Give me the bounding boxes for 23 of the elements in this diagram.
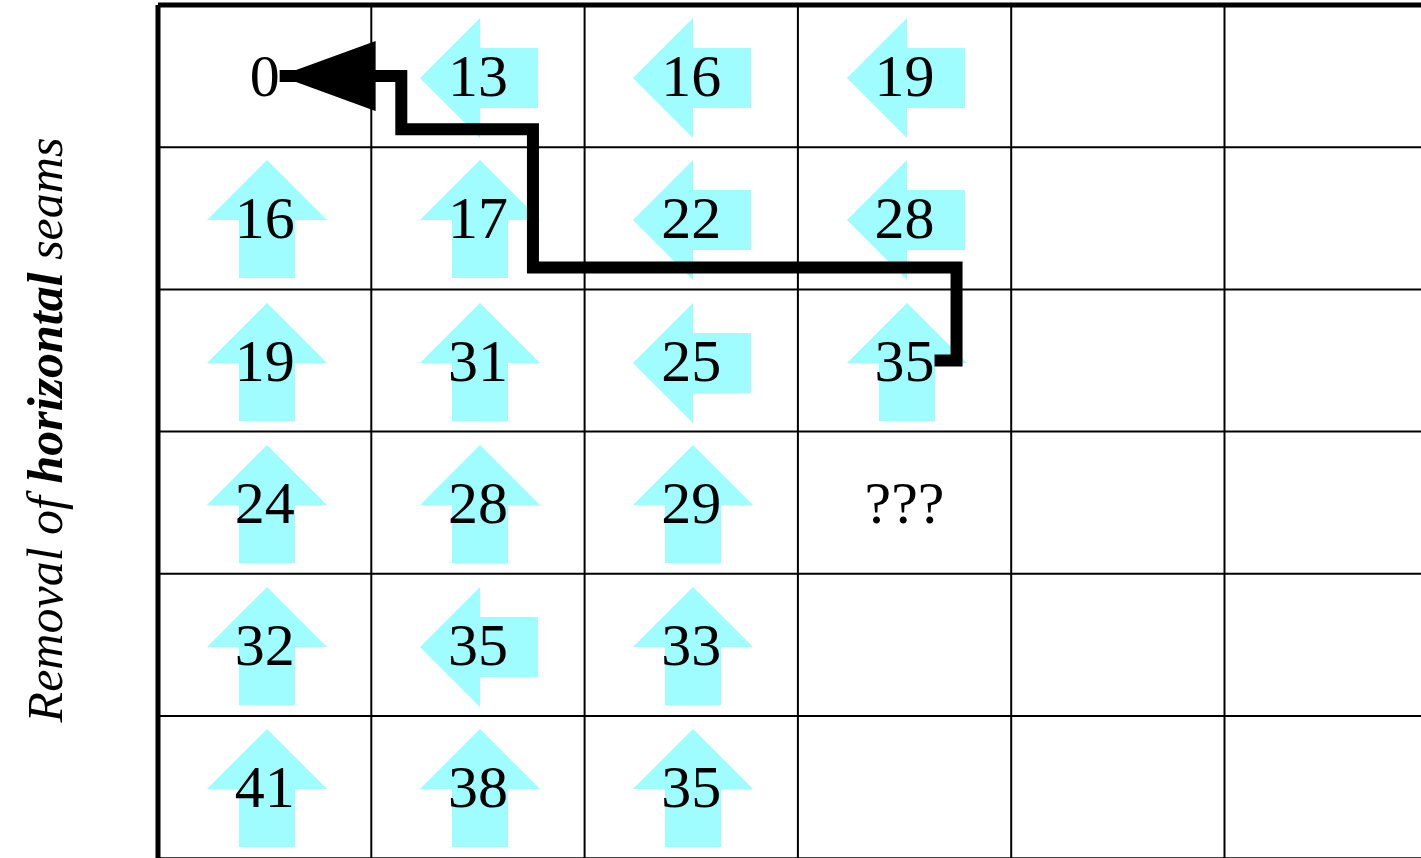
cell-value: ??? bbox=[864, 470, 945, 535]
cell-value: 38 bbox=[447, 755, 508, 820]
cell-value: 17 bbox=[447, 186, 508, 251]
cell-value: 33 bbox=[661, 612, 722, 677]
axis-title: Removal of horizontal seams bbox=[16, 137, 74, 723]
cell-value: 13 bbox=[447, 44, 508, 109]
cell-value: 16 bbox=[234, 186, 295, 251]
cell-value: 32 bbox=[234, 612, 295, 677]
cell-value: 16 bbox=[661, 44, 722, 109]
cell-value: 22 bbox=[661, 186, 722, 251]
cell-value: 19 bbox=[234, 328, 295, 393]
cell-value: 35 bbox=[447, 612, 508, 677]
cell-value: 24 bbox=[234, 470, 295, 535]
cell-value: 19 bbox=[874, 44, 935, 109]
cell-value: 0 bbox=[249, 44, 280, 109]
cell-value: 28 bbox=[874, 186, 935, 251]
cell-value: 29 bbox=[661, 470, 722, 535]
cell-value: 35 bbox=[661, 755, 722, 820]
seam-arrow bbox=[279, 41, 963, 367]
cell-value: 28 bbox=[447, 470, 508, 535]
cell-value: 25 bbox=[661, 328, 722, 393]
cell-value: 31 bbox=[447, 328, 508, 393]
cell-value: 41 bbox=[234, 755, 295, 820]
